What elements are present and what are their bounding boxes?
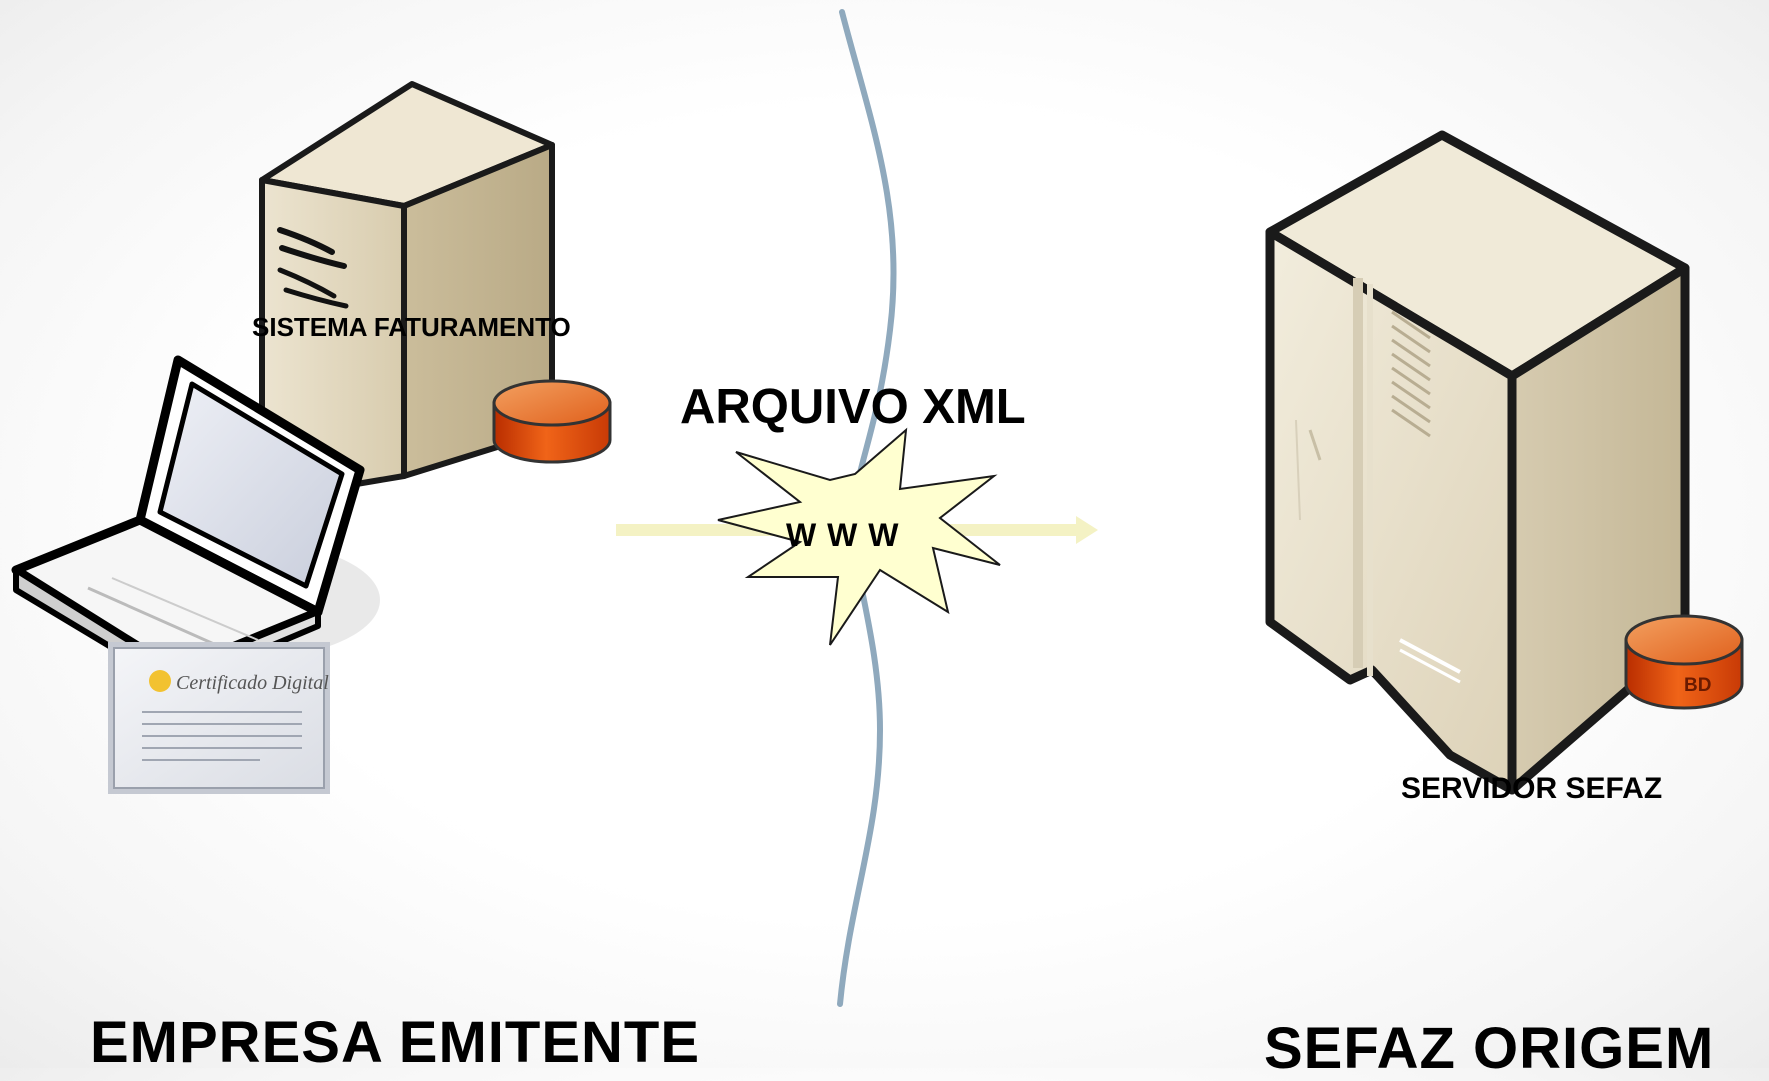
sefaz-server-label: SERVIDOR SEFAZ [1401,772,1663,805]
xml-file-label: ARQUIVO XML [680,380,1026,434]
internet-label: W W W [786,517,900,553]
issuer-company-label: EMPRESA EMITENTE [90,1010,701,1075]
sefaz-origin-label: SEFAZ ORIGEM [1264,1016,1715,1081]
certificate-title: Certificado Digital [176,672,329,694]
database-icon [492,379,612,464]
internet-burst-icon [717,427,1001,646]
laptop-icon [11,355,380,689]
certificate-icon: Certificado Digital [108,642,330,794]
database-icon [1624,614,1744,710]
client-server-label: SISTEMA FATURAMENTO [252,312,571,342]
database-label: BD [1684,675,1712,696]
server-tower-icon [1265,130,1690,795]
